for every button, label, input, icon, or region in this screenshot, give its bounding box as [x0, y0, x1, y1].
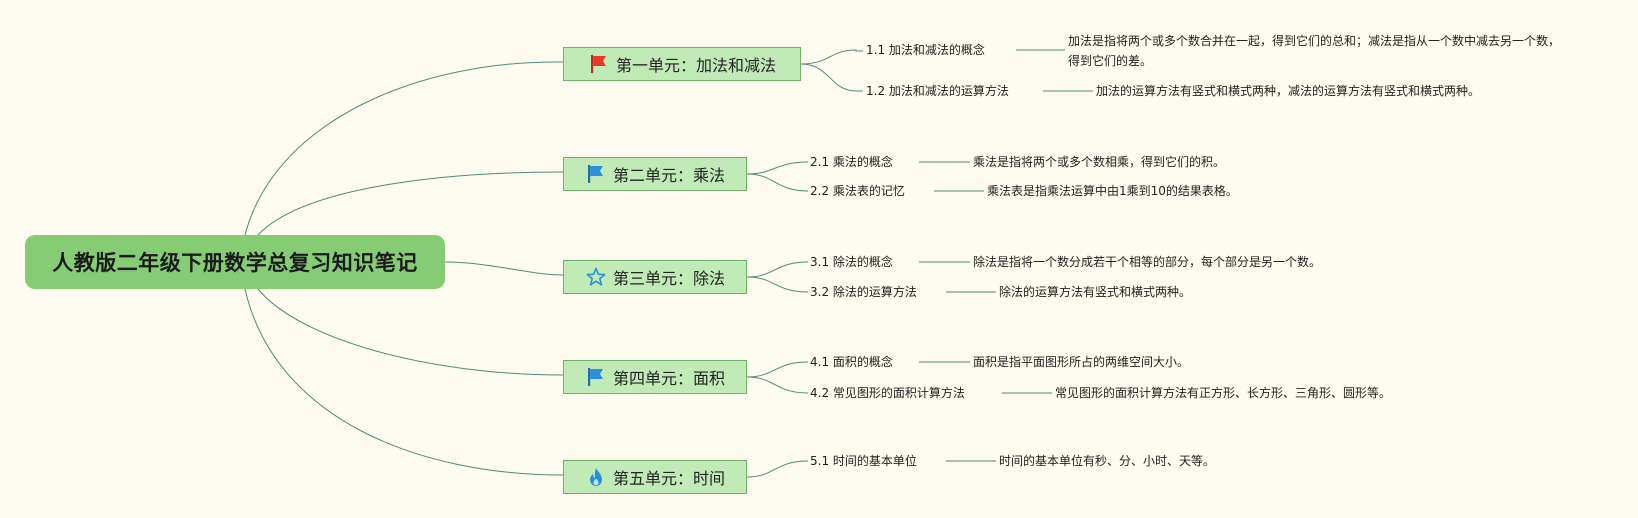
unit-2-item-2-connector [746, 173, 809, 192]
root-topic[interactable]: 人教版二年级下册数学总复习知识笔记 [25, 235, 445, 289]
unit-2-item-1-connector [746, 161, 809, 175]
unit-5-item-1-connector [746, 460, 809, 478]
unit-2-item-2-label[interactable]: 2.2 乘法表的记忆 [810, 184, 905, 198]
unit-3-item-2-desc: 除法的运算方法有竖式和横式两种。 [999, 285, 1192, 299]
unit-1-item-2-label[interactable]: 1.2 加法和减法的运算方法 [866, 84, 1009, 98]
unit-4-item-1-desc: 面积是指平面图形所占的两维空间大小。 [973, 355, 1190, 369]
unit-4-item-2-desc: 常见图形的面积计算方法有正方形、长方形、三角形、圆形等。 [1055, 386, 1392, 400]
unit-3-item-2-label[interactable]: 3.2 除法的运算方法 [810, 285, 917, 299]
unit-1-item-2-desc: 加法的运算方法有竖式和横式两种，减法的运算方法有竖式和横式两种。 [1096, 84, 1481, 98]
unit-5-label: 第五单元：时间 [612, 469, 725, 488]
unit-2-label: 第二单元：乘法 [612, 166, 725, 185]
unit-1-topic[interactable]: 第一单元：加法和减法 [563, 47, 801, 81]
unit-3-item-1-label[interactable]: 3.1 除法的概念 [810, 255, 893, 269]
root-to-unit-2-connector [257, 171, 564, 236]
unit-5-topic[interactable]: 第五单元：时间 [563, 460, 747, 494]
blue-flag-icon [585, 163, 607, 185]
star-icon [585, 266, 607, 288]
unit-3-item-2-connector [746, 276, 809, 293]
unit-2-topic[interactable]: 第二单元：乘法 [563, 157, 747, 191]
red-flag-icon [588, 53, 610, 75]
unit-4-item-2-connector [746, 376, 809, 394]
unit-4-label: 第四单元：面积 [612, 369, 725, 388]
unit-1-item-1-connector [800, 49, 863, 65]
unit-4-topic[interactable]: 第四单元：面积 [563, 360, 747, 394]
root-title: 人教版二年级下册数学总复习知识笔记 [52, 251, 418, 275]
unit-5-item-1-desc: 时间的基本单位有秒、分、小时、天等。 [999, 454, 1216, 468]
unit-3-topic[interactable]: 第三单元：除法 [563, 260, 747, 294]
root-to-unit-4-connector [257, 288, 564, 376]
unit-3-item-1-desc: 除法是指将一个数分成若干个相等的部分，每个部分是另一个数。 [973, 255, 1322, 269]
blue-flag-icon [585, 366, 607, 388]
unit-5-item-1-label[interactable]: 5.1 时间的基本单位 [810, 454, 917, 468]
unit-4-item-1-connector [746, 361, 809, 378]
unit-4-item-2-label[interactable]: 4.2 常见图形的面积计算方法 [810, 386, 965, 400]
unit-3-label: 第三单元：除法 [612, 269, 725, 288]
fire-icon [585, 466, 607, 488]
unit-3-item-1-connector [746, 261, 809, 278]
unit-1-item-1-label[interactable]: 1.1 加法和减法的概念 [866, 43, 985, 57]
root-to-unit-3-connector [444, 261, 564, 276]
unit-1-label: 第一单元：加法和减法 [615, 56, 776, 75]
unit-2-item-1-desc: 乘法是指将两个或多个数相乘，得到它们的积。 [973, 155, 1226, 169]
root-to-unit-1-connector [244, 61, 564, 236]
unit-4-item-1-label[interactable]: 4.1 面积的概念 [810, 355, 893, 369]
unit-2-item-1-label[interactable]: 2.1 乘法的概念 [810, 155, 893, 169]
root-to-unit-5-connector [244, 288, 564, 476]
unit-1-item-2-connector [800, 63, 863, 92]
unit-1-item-1-desc: 加法是指将两个或多个数合并在一起，得到它们的总和；减法是指从一个数中减去另一个数… [1068, 34, 1561, 68]
unit-2-item-2-desc: 乘法表是指乘法运算中由1乘到10的结果表格。 [987, 184, 1238, 198]
